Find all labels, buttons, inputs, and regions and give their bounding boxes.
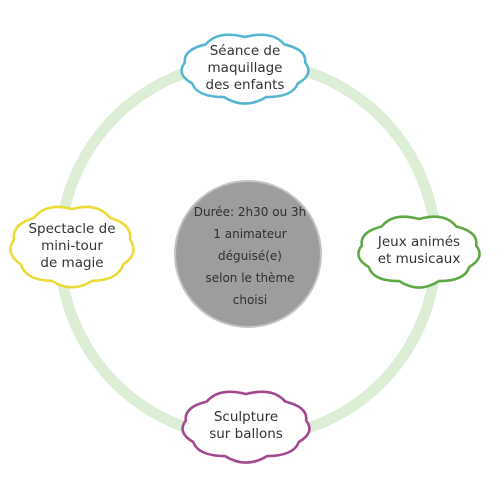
cloud-bottom-shape [181, 390, 311, 464]
center-circle [174, 180, 322, 328]
cloud-left-shape [9, 205, 135, 289]
cloud-left-line-1: Spectacle de [28, 220, 116, 237]
cloud-top-outline [180, 33, 310, 105]
cloud-right-shape [357, 215, 481, 289]
center-line-2: 1 animateur [213, 227, 287, 241]
cloud-top-shape [180, 33, 310, 105]
cloud-left-outline [9, 205, 135, 289]
center-label: Durée: 2h30 ou 3h 1 animateur déguisé(e)… [170, 186, 330, 326]
cloud-left: Spectacle de mini-tour de magie [4, 200, 140, 292]
cloud-right-line-2: et musicaux [377, 251, 461, 267]
cloud-top-label: Séance de maquillage des enfants [175, 28, 315, 108]
cloud-bottom-line-1: Sculpture [213, 409, 279, 425]
center-line-1: Durée: 2h30 ou 3h [193, 205, 307, 219]
cloud-top-line-2: maquillage [207, 59, 283, 76]
center-line-3: déguisé(e) [218, 249, 282, 263]
cloud-bottom: Sculpture sur ballons [176, 385, 316, 467]
cloud-top: Séance de maquillage des enfants [175, 28, 315, 108]
cloud-right-label: Jeux animés et musicaux [352, 210, 486, 292]
center-line-5: choisi [232, 293, 268, 307]
cloud-bottom-label: Sculpture sur ballons [176, 385, 316, 467]
cloud-left-label: Spectacle de mini-tour de magie [4, 200, 140, 292]
cloud-top-line-3: des enfants [205, 76, 285, 93]
cloud-top-line-1: Séance de [209, 42, 281, 59]
cloud-right-outline [357, 215, 481, 289]
cloud-right-line-1: Jeux animés [377, 234, 461, 250]
cloud-bottom-outline [181, 390, 311, 464]
cloud-left-line-3: de magie [40, 254, 104, 271]
center-line-4: selon le thème [205, 271, 295, 285]
cloud-bottom-line-2: sur ballons [209, 426, 283, 442]
cloud-right: Jeux animés et musicaux [352, 210, 486, 292]
cloud-left-line-2: mini-tour [41, 237, 103, 254]
